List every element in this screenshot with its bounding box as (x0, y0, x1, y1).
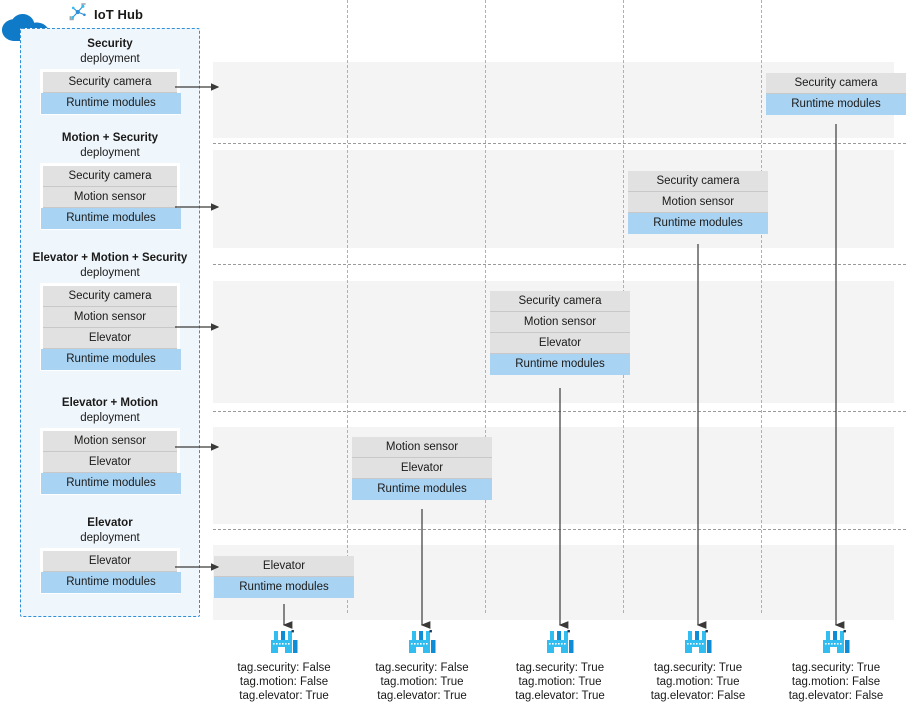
deployment-module-card: Motion sensor Elevator Runtime modules (40, 427, 181, 495)
module-security-camera: Security camera (43, 165, 177, 187)
module-runtime-modules: Runtime modules (352, 479, 492, 500)
deployment-module-card: Security camera Runtime modules (40, 68, 181, 115)
device-0[interactable]: tag.security: False tag.motion: False ta… (209, 630, 359, 703)
matrix-row-band-1 (213, 150, 894, 248)
module-security-camera: Security camera (43, 285, 177, 307)
matrix-row-separator (213, 264, 906, 265)
module-security-camera: Security camera (490, 291, 630, 312)
device-4[interactable]: tag.security: True tag.motion: False tag… (761, 630, 906, 703)
deployment-name: Elevator + Motion + Security (32, 252, 188, 264)
tag-motion: tag.motion: True (518, 676, 602, 688)
tag-motion: tag.motion: False (791, 676, 881, 688)
device-tags: tag.security: False tag.motion: True tag… (347, 661, 497, 703)
matrix-column-separator (485, 0, 486, 613)
factory-icon (209, 630, 359, 656)
tag-security: tag.security: True (515, 662, 605, 674)
tag-security: tag.security: False (375, 662, 469, 674)
deployment-subtitle: deployment (80, 266, 140, 279)
deployment-subtitle: deployment (80, 146, 140, 159)
module-motion-sensor: Motion sensor (43, 430, 177, 452)
device-stack-col0: Elevator Runtime modules (214, 556, 354, 598)
module-elevator: Elevator (214, 556, 354, 577)
factory-icon (761, 630, 906, 656)
matrix-row-separator (213, 411, 906, 412)
device-tags: tag.security: True tag.motion: True tag.… (623, 661, 773, 703)
module-runtime-modules: Runtime modules (41, 92, 181, 114)
device-3[interactable]: tag.security: True tag.motion: True tag.… (623, 630, 773, 703)
tag-elevator: tag.elevator: True (239, 690, 329, 702)
deployment-group-security[interactable]: Security deployment Security camera Runt… (20, 38, 200, 115)
deployment-group-elevator[interactable]: Elevator deployment Elevator Runtime mod… (20, 517, 200, 594)
deployment-group-motion-security[interactable]: Motion + Security deployment Security ca… (20, 132, 200, 230)
iot-hub-header: IoT Hub (68, 2, 143, 26)
module-elevator: Elevator (43, 550, 177, 572)
deployment-name: Security (87, 38, 133, 50)
device-stack-col3: Security camera Motion sensor Runtime mo… (628, 171, 768, 234)
module-security-camera: Security camera (43, 71, 177, 93)
tag-elevator: tag.elevator: False (788, 690, 884, 702)
module-runtime-modules: Runtime modules (490, 354, 630, 375)
factory-icon (485, 630, 635, 656)
device-matrix: Security camera Runtime modules Security… (213, 0, 906, 707)
module-runtime-modules: Runtime modules (766, 94, 906, 115)
tag-motion: tag.motion: True (380, 676, 464, 688)
matrix-row-separator (213, 143, 906, 144)
module-motion-sensor: Motion sensor (352, 437, 492, 458)
matrix-row-separator (213, 529, 906, 530)
module-motion-sensor: Motion sensor (628, 192, 768, 213)
tag-security: tag.security: True (653, 662, 743, 674)
module-runtime-modules: Runtime modules (41, 472, 181, 494)
factory-icon (347, 630, 497, 656)
matrix-row-band-3 (213, 427, 894, 524)
matrix-column-separator (761, 0, 762, 613)
module-runtime-modules: Runtime modules (214, 577, 354, 598)
matrix-column-separator (347, 0, 348, 613)
module-runtime-modules: Runtime modules (41, 207, 181, 229)
device-tags: tag.security: True tag.motion: False tag… (761, 661, 906, 703)
device-2[interactable]: tag.security: True tag.motion: True tag.… (485, 630, 635, 703)
tag-elevator: tag.elevator: False (650, 690, 746, 702)
tag-motion: tag.motion: True (656, 676, 740, 688)
module-elevator: Elevator (352, 458, 492, 479)
device-tags: tag.security: True tag.motion: True tag.… (485, 661, 635, 703)
module-security-camera: Security camera (766, 73, 906, 94)
device-stack-col1: Motion sensor Elevator Runtime modules (352, 437, 492, 500)
tag-motion: tag.motion: False (239, 676, 329, 688)
device-1[interactable]: tag.security: False tag.motion: True tag… (347, 630, 497, 703)
deployment-module-card: Security camera Motion sensor Runtime mo… (40, 162, 181, 230)
module-elevator: Elevator (43, 451, 177, 473)
module-motion-sensor: Motion sensor (490, 312, 630, 333)
tag-security: tag.security: False (237, 662, 331, 674)
deployment-module-card: Elevator Runtime modules (40, 547, 181, 594)
deployment-name: Motion + Security (61, 132, 159, 144)
tag-elevator: tag.elevator: True (515, 690, 605, 702)
iot-hub-node-icon (68, 2, 88, 27)
module-motion-sensor: Motion sensor (43, 186, 177, 208)
deployment-name: Elevator + Motion (61, 397, 159, 409)
deployment-subtitle: deployment (80, 52, 140, 65)
deployment-group-elevator-motion[interactable]: Elevator + Motion deployment Motion sens… (20, 397, 200, 495)
deployment-subtitle: deployment (80, 531, 140, 544)
module-motion-sensor: Motion sensor (43, 306, 177, 328)
tag-elevator: tag.elevator: True (377, 690, 467, 702)
factory-icon (623, 630, 773, 656)
deployment-module-card: Security camera Motion sensor Elevator R… (40, 282, 181, 371)
device-stack-col4: Security camera Runtime modules (766, 73, 906, 115)
device-tags: tag.security: False tag.motion: False ta… (209, 661, 359, 703)
iot-hub-title: IoT Hub (94, 6, 144, 22)
deployment-name: Elevator (87, 517, 133, 529)
deployment-subtitle: deployment (80, 411, 140, 424)
module-runtime-modules: Runtime modules (41, 348, 181, 370)
deployment-group-elevator-motion-security[interactable]: Elevator + Motion + Security deployment … (20, 252, 200, 371)
module-runtime-modules: Runtime modules (628, 213, 768, 234)
module-elevator: Elevator (490, 333, 630, 354)
module-elevator: Elevator (43, 327, 177, 349)
device-stack-col2: Security camera Motion sensor Elevator R… (490, 291, 630, 375)
module-security-camera: Security camera (628, 171, 768, 192)
module-runtime-modules: Runtime modules (41, 571, 181, 593)
tag-security: tag.security: True (791, 662, 881, 674)
